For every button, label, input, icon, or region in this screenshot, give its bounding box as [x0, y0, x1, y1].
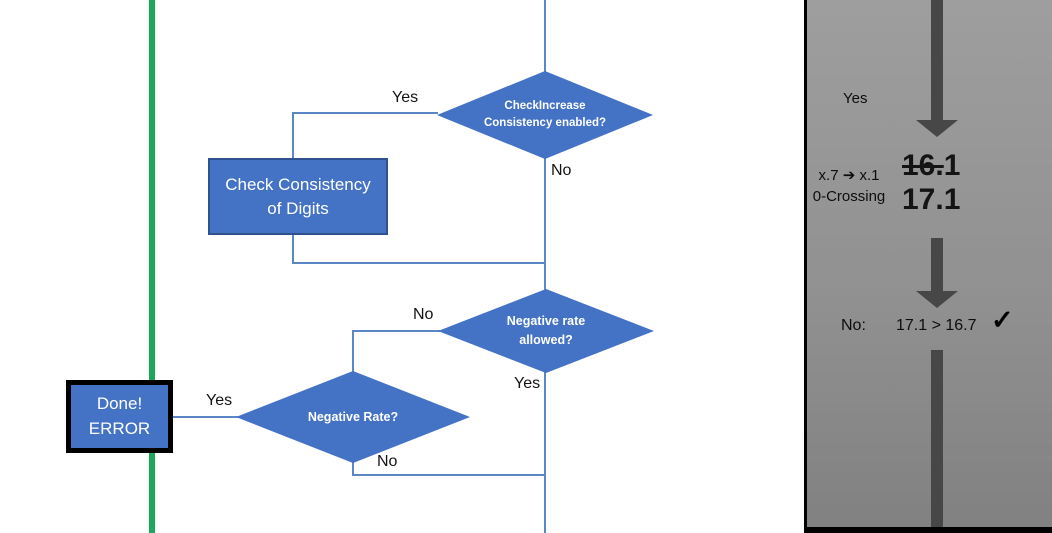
- value-old: 16.1: [902, 149, 960, 183]
- annotation-text: x.7 ➔ x.1 0-Crossing: [808, 165, 890, 207]
- label-yes-mid: Yes: [514, 375, 541, 392]
- annotation-line-crossing: x.7 ➔ x.1: [818, 167, 880, 184]
- green-divider-line: [149, 0, 155, 533]
- label-no-mid: No: [413, 306, 434, 323]
- gray-annotation-panel: Yes x.7 ➔ x.1 0-Crossing 16.1 17.1 No: 1…: [804, 0, 1052, 533]
- down-arrow-1-shaft: [931, 0, 943, 121]
- flow-connector-no-bottom-horizontal: [352, 474, 546, 476]
- decision-negative-rate-allowed: Negative rate allowed?: [438, 289, 654, 373]
- flow-connector-no-mid-horizontal: [352, 330, 440, 332]
- value-new: 17.1: [902, 183, 961, 216]
- label-no-top: No: [551, 162, 572, 179]
- result-prefix: No:: [841, 317, 866, 334]
- down-arrow-3-shaft: [931, 350, 943, 527]
- flow-connector-return-horizontal: [292, 262, 546, 264]
- down-arrow-1-icon: [916, 120, 958, 137]
- flow-connector-main-vertical: [544, 0, 546, 533]
- down-arrow-2-icon: [916, 291, 958, 308]
- decision-check-increase-label: CheckIncrease Consistency enabled?: [483, 99, 607, 129]
- done-error-box: Done! ERROR: [66, 380, 173, 453]
- process-check-consistency-label: Check Consistency of Digits: [225, 174, 371, 218]
- panel-yes-label: Yes: [843, 90, 868, 107]
- error-label: ERROR: [88, 418, 151, 438]
- label-yes-top: Yes: [392, 89, 419, 106]
- value-old-rest: 1: [943, 149, 961, 182]
- flow-connector-no-bottom-vertical: [352, 462, 354, 476]
- label-yes-done: Yes: [206, 392, 233, 409]
- flow-connector-yes-top-horizontal: [292, 112, 438, 114]
- result-comparison: 17.1 > 16.7: [896, 317, 977, 334]
- flow-connector-no-mid-vertical: [352, 330, 354, 373]
- down-arrow-2-shaft: [931, 238, 943, 292]
- value-old-struck: 16.: [902, 149, 944, 182]
- label-no-bottom: No: [377, 453, 398, 470]
- decision-negative-rate-allowed-label: Negative rate allowed?: [506, 314, 586, 347]
- process-check-consistency-box: Check Consistency of Digits: [208, 158, 388, 235]
- annotation-line-zero-crossing: 0-Crossing: [812, 188, 886, 205]
- decision-negative-rate: Negative Rate?: [236, 371, 470, 463]
- checkmark-icon: ✓: [991, 305, 1014, 335]
- flow-connector-yes-done-horizontal: [172, 416, 238, 418]
- value-block: 16.1 17.1: [902, 149, 960, 217]
- done-label: Done!: [96, 393, 143, 413]
- decision-negative-rate-label: Negative Rate?: [307, 409, 399, 424]
- decision-check-increase-consistency: CheckIncrease Consistency enabled?: [437, 71, 653, 159]
